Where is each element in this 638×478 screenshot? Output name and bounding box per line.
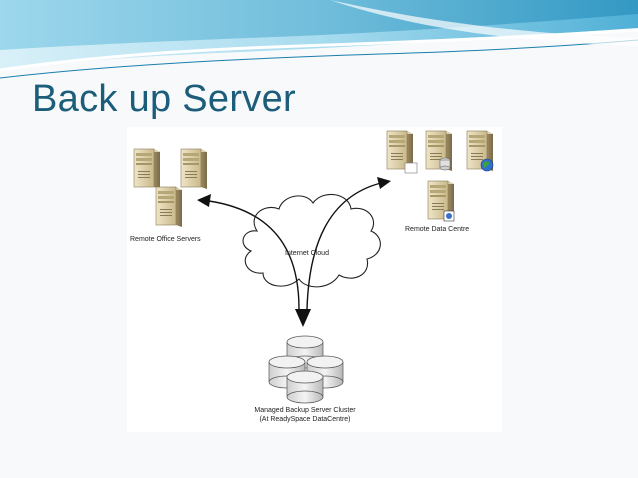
remote-dc-web-server-icon [466, 130, 494, 172]
remote-dc-server-icon [427, 180, 455, 222]
remote-office-server-icon [180, 148, 208, 190]
arrowhead-to-datacentre [377, 177, 391, 189]
remote-office-server-icon [155, 186, 183, 228]
arrowhead-to-cluster [295, 309, 311, 327]
arrows [208, 182, 382, 310]
header-banner [0, 0, 638, 79]
slide-title: Back up Server [32, 78, 296, 120]
remote-dc-server-icon [386, 130, 418, 174]
remote-office-server-icon [133, 148, 161, 190]
internet-cloud-icon [242, 193, 381, 288]
cloud-label: Internet Cloud [285, 250, 329, 257]
cluster-label-line2: (At ReadySpace DataCentre) [259, 416, 351, 423]
backup-cluster-icon [268, 335, 344, 404]
arrowhead-to-office [197, 194, 211, 207]
remote-office-label: Remote Office Servers [130, 236, 201, 243]
cluster-label-line1: Managed Backup Server Cluster [254, 407, 356, 414]
backup-diagram: Remote Office Servers Remote Data Centre… [127, 127, 502, 432]
remote-dc-label: Remote Data Centre [405, 226, 470, 233]
remote-dc-database-server-icon [425, 130, 453, 172]
